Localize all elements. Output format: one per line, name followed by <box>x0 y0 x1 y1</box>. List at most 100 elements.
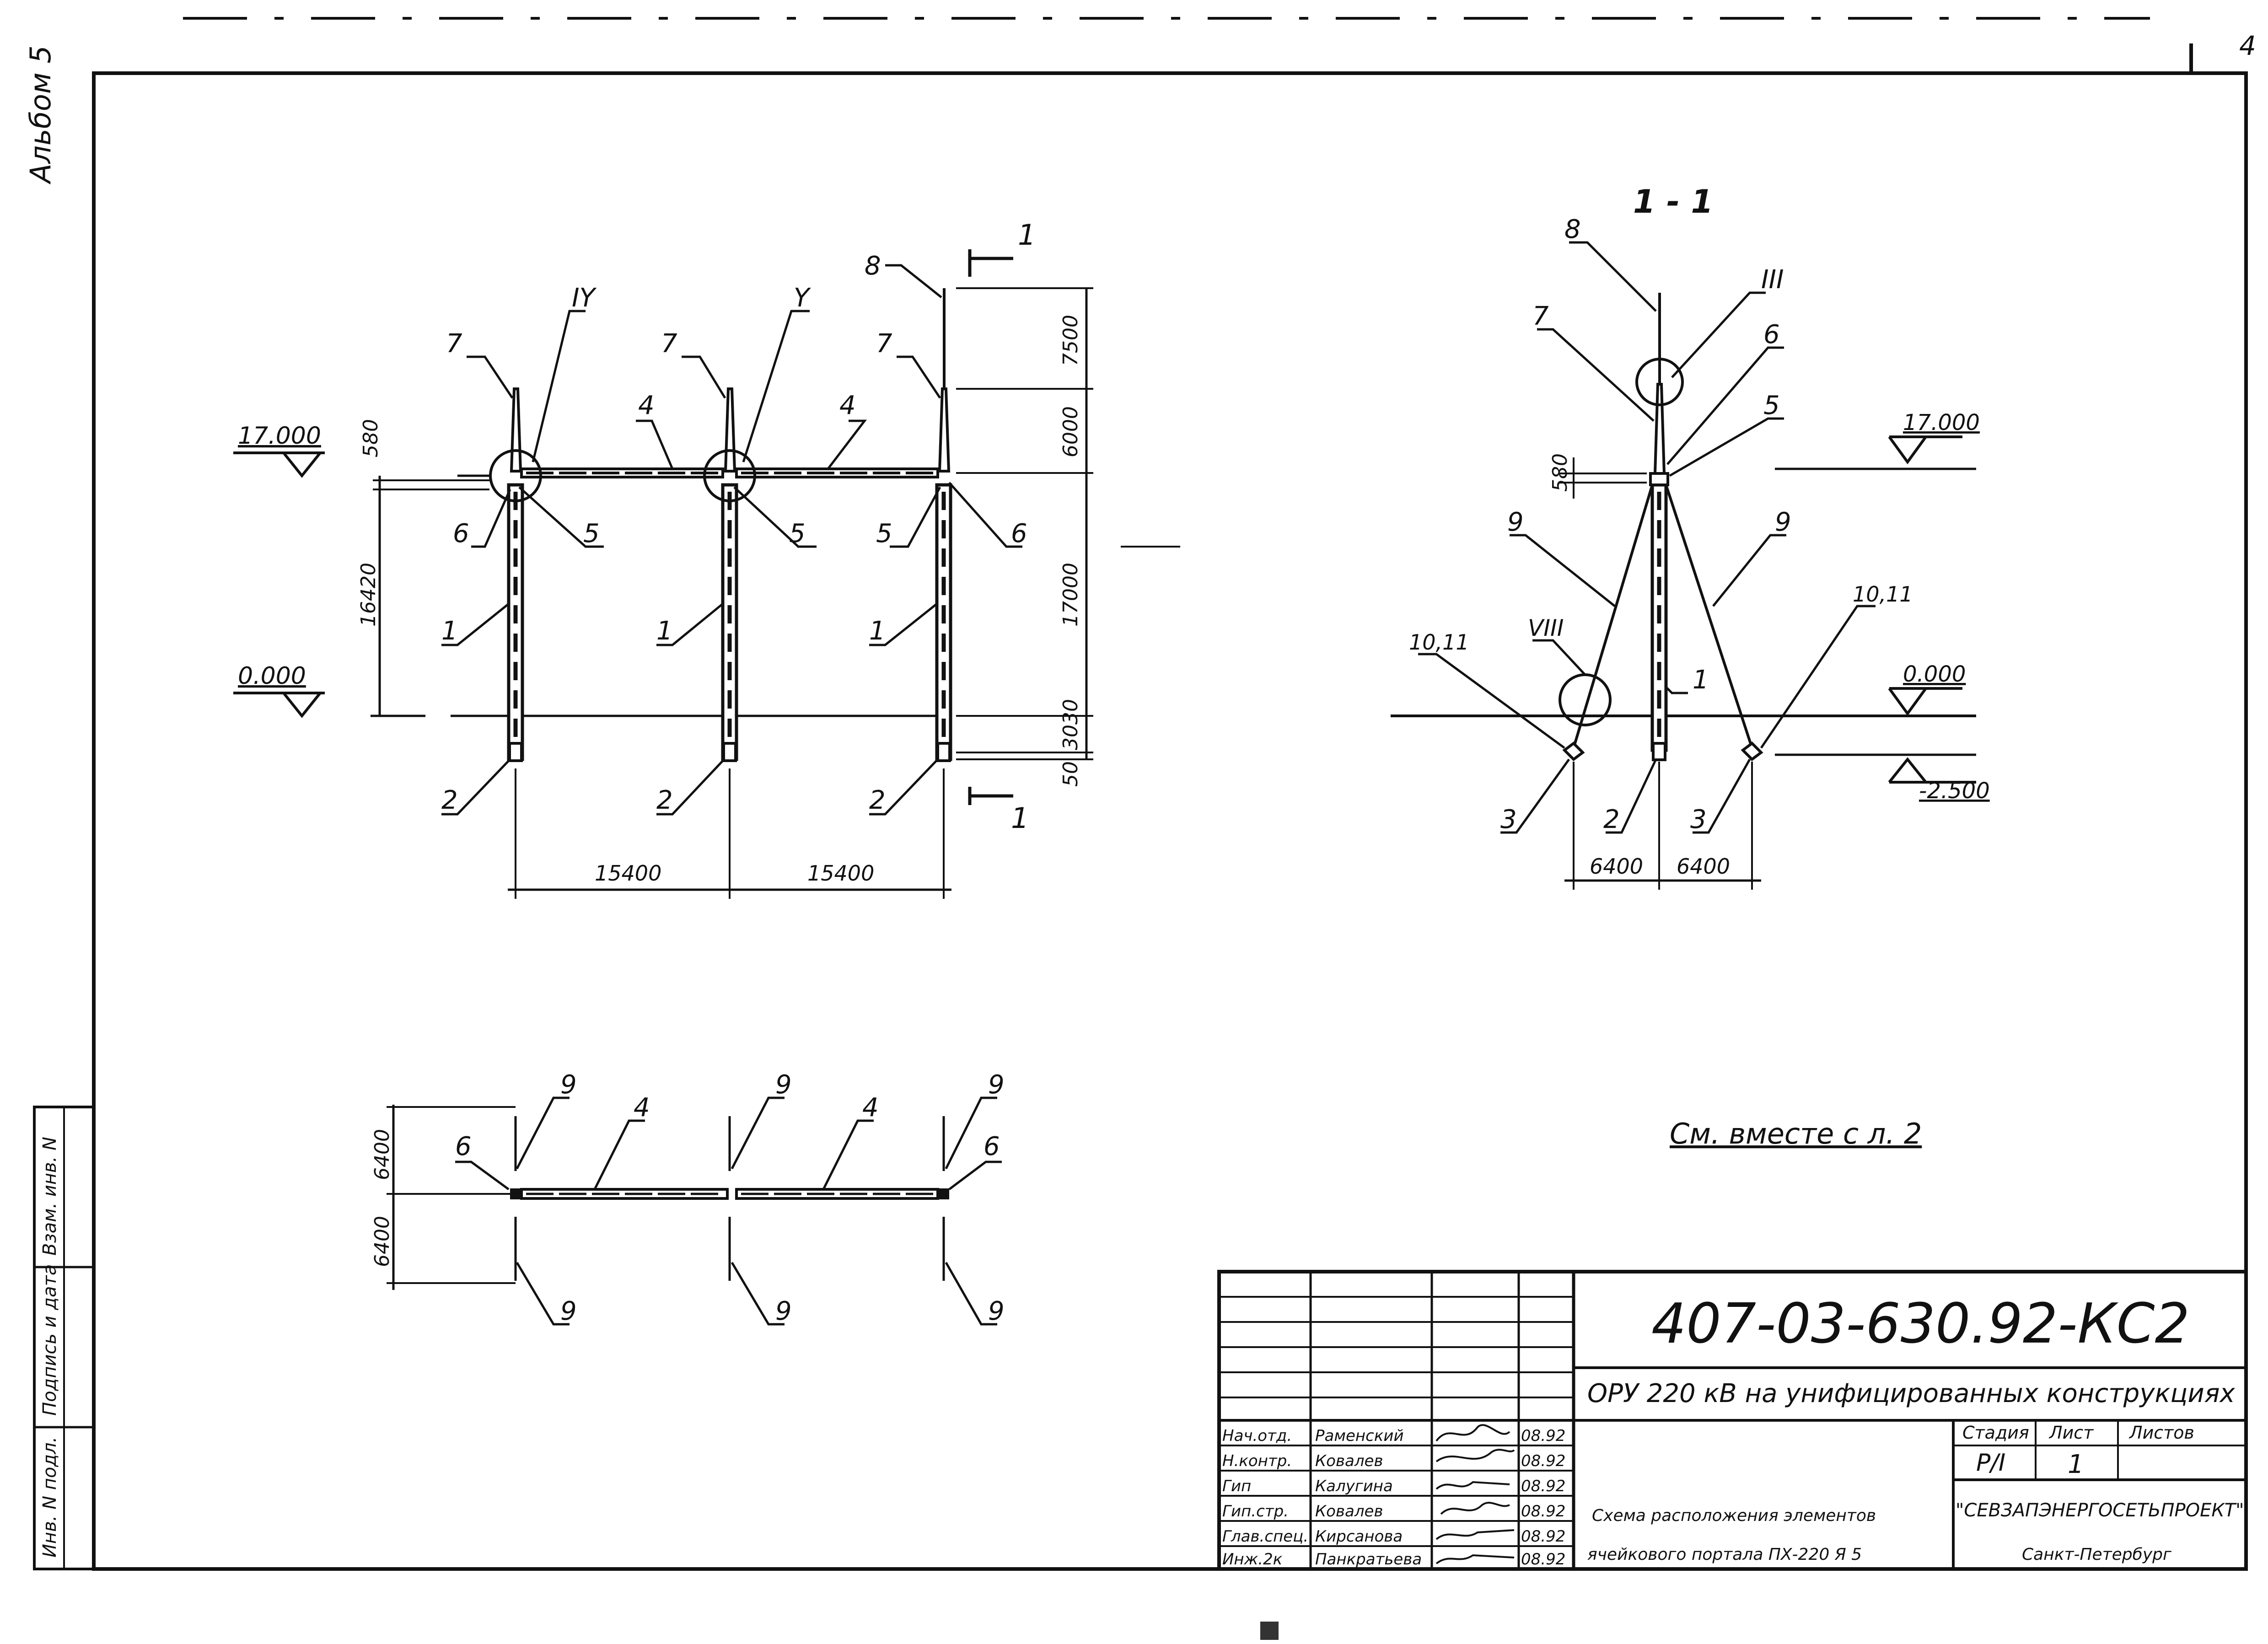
callout-1-right: 1 <box>869 616 886 646</box>
staff-date-1: 08.92 <box>1521 1427 1565 1445</box>
staff-role-3: Гип <box>1222 1477 1251 1495</box>
stamp-original-inv: Инв. N подл. <box>39 1437 60 1558</box>
node-circle-iii <box>1635 358 1684 406</box>
node-circle-iv <box>489 449 542 502</box>
node-label-iv: IY <box>572 283 597 313</box>
callout-5-right: 5 <box>876 519 892 548</box>
plan-callout-6-left: 6 <box>455 1132 472 1161</box>
callout-2-right: 2 <box>869 785 886 815</box>
front-view: 17.000 0.000 580 16420 7500 6000 17000 3… <box>233 218 1180 899</box>
callout-5-left: 5 <box>583 519 600 548</box>
plan-callout-9-1: 9 <box>560 1070 577 1100</box>
elev-top-front: 17.000 <box>238 422 321 450</box>
staff-name-4: Ковалев <box>1315 1502 1383 1520</box>
callout-7-middle: 7 <box>661 329 677 359</box>
callout-2-middle: 2 <box>656 785 673 815</box>
elev-bottom-section: -2.500 <box>1919 778 1990 804</box>
node-circle-viii <box>1559 673 1612 726</box>
dim-580-section: 580 <box>1548 453 1572 492</box>
scan-artifact <box>1260 1622 1279 1640</box>
staff-role-4: Гип.стр. <box>1222 1502 1289 1520</box>
callout-4-left: 4 <box>638 391 655 420</box>
staff-date-6: 08.92 <box>1521 1550 1565 1569</box>
section-mark-bottom: 1 <box>1011 801 1029 835</box>
staff-role-5: Глав.спец. <box>1222 1527 1308 1546</box>
node-label-v: Y <box>794 283 811 313</box>
title-block: 407-03-630.92-КС2 ОРУ 220 кВ на унифицир… <box>1217 1270 2248 1571</box>
dim-580-front: 580 <box>359 419 382 457</box>
callout-6-section: 6 <box>1763 320 1780 349</box>
staff-date-4: 08.92 <box>1521 1502 1565 1520</box>
node-circle-v <box>703 449 756 502</box>
callout-1011-left: 10,11 <box>1409 630 1469 655</box>
dim-16420: 16420 <box>357 563 380 627</box>
node-label-iii: III <box>1761 265 1784 295</box>
staff-date-3: 08.92 <box>1521 1477 1565 1495</box>
callout-7-left: 7 <box>446 329 462 359</box>
callout-7-section: 7 <box>1532 301 1549 331</box>
dim-6400-left-section: 6400 <box>1590 854 1643 879</box>
peak-right <box>938 387 951 473</box>
dim-15400-right: 15400 <box>807 861 874 886</box>
plan-dim-6400-top: 6400 <box>371 1129 394 1180</box>
sheet-value: 1 <box>2068 1450 2084 1479</box>
staff-name-1: Раменский <box>1315 1427 1404 1445</box>
page-number: 4 <box>2239 30 2256 61</box>
callout-9-section-right: 9 <box>1775 507 1791 537</box>
callout-6-left: 6 <box>453 519 469 548</box>
callout-5-middle: 5 <box>789 519 806 548</box>
city: Санкт-Петербург <box>2022 1545 2172 1564</box>
stage-value: Р/I <box>1976 1449 2005 1477</box>
plan-callout-9-5: 9 <box>775 1296 792 1326</box>
node-label-viii: VIII <box>1528 615 1564 641</box>
stage-header: Стадия <box>1962 1423 2029 1443</box>
callout-1011-right: 10,11 <box>1853 582 1913 607</box>
drawing-frame <box>92 71 2248 1571</box>
plan-view: 6400 6400 9 9 9 9 9 9 4 4 6 6 <box>371 1070 1005 1326</box>
column-right <box>935 483 952 761</box>
plan-callout-9-6: 9 <box>988 1296 1005 1326</box>
brace-left <box>1572 484 1654 748</box>
brace-right <box>1665 484 1753 748</box>
callout-8-front: 8 <box>865 251 881 281</box>
sheet-header: Лист <box>2048 1423 2094 1443</box>
callout-4-right: 4 <box>839 391 856 420</box>
elev-zero-front: 0.000 <box>238 662 306 690</box>
callout-1-left: 1 <box>441 616 458 646</box>
callout-2-section: 2 <box>1603 805 1620 834</box>
beam-left <box>520 467 724 478</box>
plan-beam-right <box>735 1188 939 1200</box>
callout-3-section-left: 3 <box>1500 805 1517 834</box>
description-line-2: ячейкового портала ПХ-220 Я 5 <box>1587 1545 1862 1564</box>
staff-name-2: Ковалев <box>1315 1452 1383 1470</box>
dim-50: 50 <box>1059 761 1082 787</box>
callout-1-middle: 1 <box>656 616 673 646</box>
document-code: 407-03-630.92-КС2 <box>1651 1292 2190 1356</box>
stamp-replacement-inv: Взам. инв. N <box>39 1137 60 1256</box>
callout-6-right: 6 <box>1011 519 1027 548</box>
staff-role-2: Н.контр. <box>1222 1452 1292 1470</box>
callout-7-right: 7 <box>876 329 892 359</box>
staff-name-6: Панкратьева <box>1315 1550 1422 1569</box>
dim-15400-left: 15400 <box>595 861 661 886</box>
plan-callout-9-4: 9 <box>560 1296 577 1326</box>
organization: "СЕВЗАПЭНЕРГОСЕТЬПРОЕКТ" <box>1956 1500 2244 1521</box>
peak-middle <box>724 387 736 473</box>
plan-beam-left <box>520 1188 729 1200</box>
column-left <box>507 483 524 761</box>
dim-6000: 6000 <box>1059 406 1082 457</box>
stamp-signature-date: Подпись и дата <box>39 1264 60 1416</box>
callout-5-section: 5 <box>1763 391 1780 420</box>
section-title: 1 - 1 <box>1633 183 1713 220</box>
elev-top-section: 17.000 <box>1903 410 1980 435</box>
callout-9-section-left: 9 <box>1507 507 1524 537</box>
album-label: Альбом 5 <box>24 45 57 185</box>
plan-callout-9-2: 9 <box>775 1070 792 1100</box>
staff-role-6: Инж.2к <box>1222 1550 1283 1569</box>
callout-8-section: 8 <box>1564 215 1581 244</box>
plan-callout-6-right: 6 <box>984 1132 1000 1161</box>
plan-callout-4-right: 4 <box>862 1093 879 1123</box>
dim-3030: 3030 <box>1059 699 1082 750</box>
plan-callout-4-left: 4 <box>634 1093 650 1123</box>
staff-name-5: Кирсанова <box>1315 1527 1403 1546</box>
